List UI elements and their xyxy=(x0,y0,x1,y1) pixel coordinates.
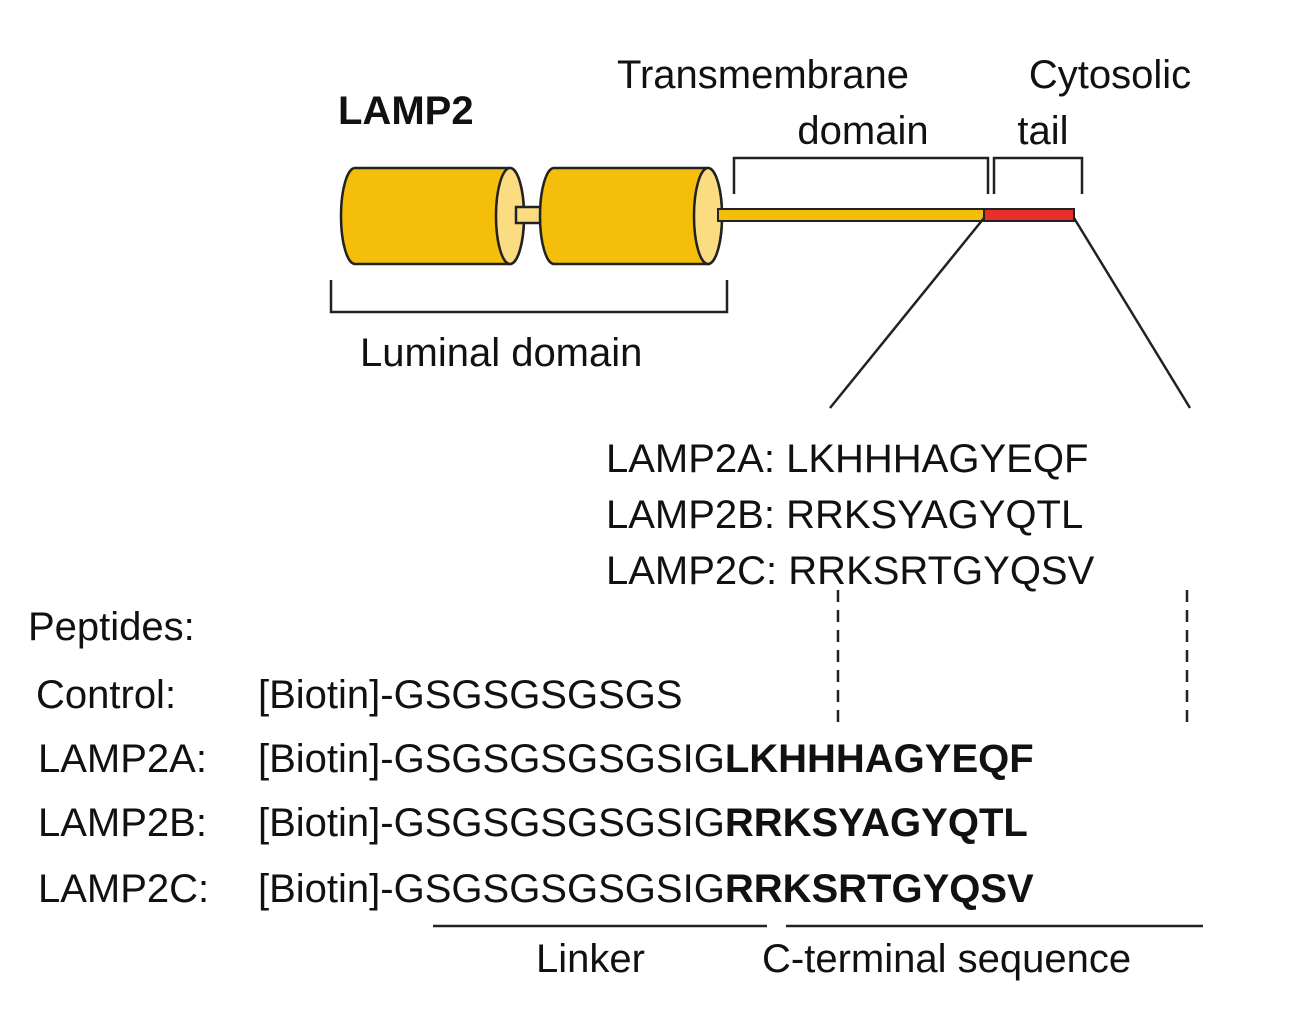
isoform-sequence: LKHHHAGYEQF xyxy=(786,437,1089,481)
luminal-cylinder-1 xyxy=(339,166,526,266)
luminal-cylinder-2 xyxy=(538,166,724,266)
isoform-label: LAMP2B: xyxy=(606,493,775,537)
peptide-prefix: [Biotin]- xyxy=(258,867,394,911)
cytosolic-bracket xyxy=(992,156,1084,194)
linker-label: Linker xyxy=(536,937,645,981)
luminal-label: Luminal domain xyxy=(360,331,643,375)
peptide-spacer: IG xyxy=(682,867,725,911)
zoom-line-left xyxy=(829,217,985,409)
peptide-row-lamp2c: LAMP2C: [Biotin]-GSGSGSGSGSIGRRKSRTGYQSV xyxy=(38,866,1034,912)
peptide-spacer: IG xyxy=(682,737,725,781)
transmembrane-bracket xyxy=(732,156,990,194)
peptide-linker: GSGSGSGSGS xyxy=(393,867,683,911)
peptides-heading: Peptides: xyxy=(28,605,195,649)
peptide-row-lamp2a: LAMP2A: [Biotin]-GSGSGSGSGSIGLKHHHAGYEQF xyxy=(38,736,1034,782)
peptide-spacer: IG xyxy=(682,801,725,845)
peptide-row-lamp2b: LAMP2B: [Biotin]-GSGSGSGSGSIGRRKSYAGYQTL xyxy=(38,800,1028,846)
cytosolic-label-line1: Cytosolic xyxy=(1028,53,1192,97)
peptide-cterm: RRKSYAGYQTL xyxy=(724,801,1028,845)
peptide-label: LAMP2C: xyxy=(38,867,210,911)
peptide-label: LAMP2B: xyxy=(38,801,207,845)
luminal-bracket xyxy=(329,280,729,314)
peptide-label: Control: xyxy=(36,673,177,717)
zoom-line-right xyxy=(1072,217,1192,409)
peptide-prefix: [Biotin]- xyxy=(258,737,394,781)
peptide-prefix: [Biotin]- xyxy=(258,673,394,717)
protein-name: LAMP2 xyxy=(338,89,474,133)
isoform-label: LAMP2A: xyxy=(606,437,775,481)
transmembrane-stalk xyxy=(717,208,985,222)
peptide-linker: GSGSGSGSGS xyxy=(393,673,683,717)
cytosolic-label-line2: tail xyxy=(1017,109,1069,153)
peptide-cterm: RRKSRTGYQSV xyxy=(724,867,1034,911)
isoform-row-c: LAMP2C: RRKSRTGYQSV xyxy=(606,548,1094,594)
transmembrane-label-line2: domain xyxy=(797,109,929,153)
peptide-linker: GSGSGSGSGS xyxy=(393,737,683,781)
peptide-cterm: LKHHHAGYEQF xyxy=(724,737,1034,781)
cterm-label: C-terminal sequence xyxy=(762,937,1132,981)
isoform-row-a: LAMP2A: LKHHHAGYEQF xyxy=(606,436,1088,482)
peptide-row-control: Control: [Biotin]-GSGSGSGSGS xyxy=(36,672,683,718)
peptide-label: LAMP2A: xyxy=(38,737,207,781)
peptide-prefix: [Biotin]- xyxy=(258,801,394,845)
isoform-sequence: RRKSYAGYQTL xyxy=(786,493,1084,537)
isoform-sequence: RRKSRTGYQSV xyxy=(788,549,1095,593)
isoform-label: LAMP2C: xyxy=(606,549,778,593)
peptide-linker: GSGSGSGSGS xyxy=(393,801,683,845)
transmembrane-label-line1: Transmembrane xyxy=(617,53,909,97)
cytosolic-tail-bar xyxy=(983,208,1075,222)
isoform-row-b: LAMP2B: RRKSYAGYQTL xyxy=(606,492,1083,538)
